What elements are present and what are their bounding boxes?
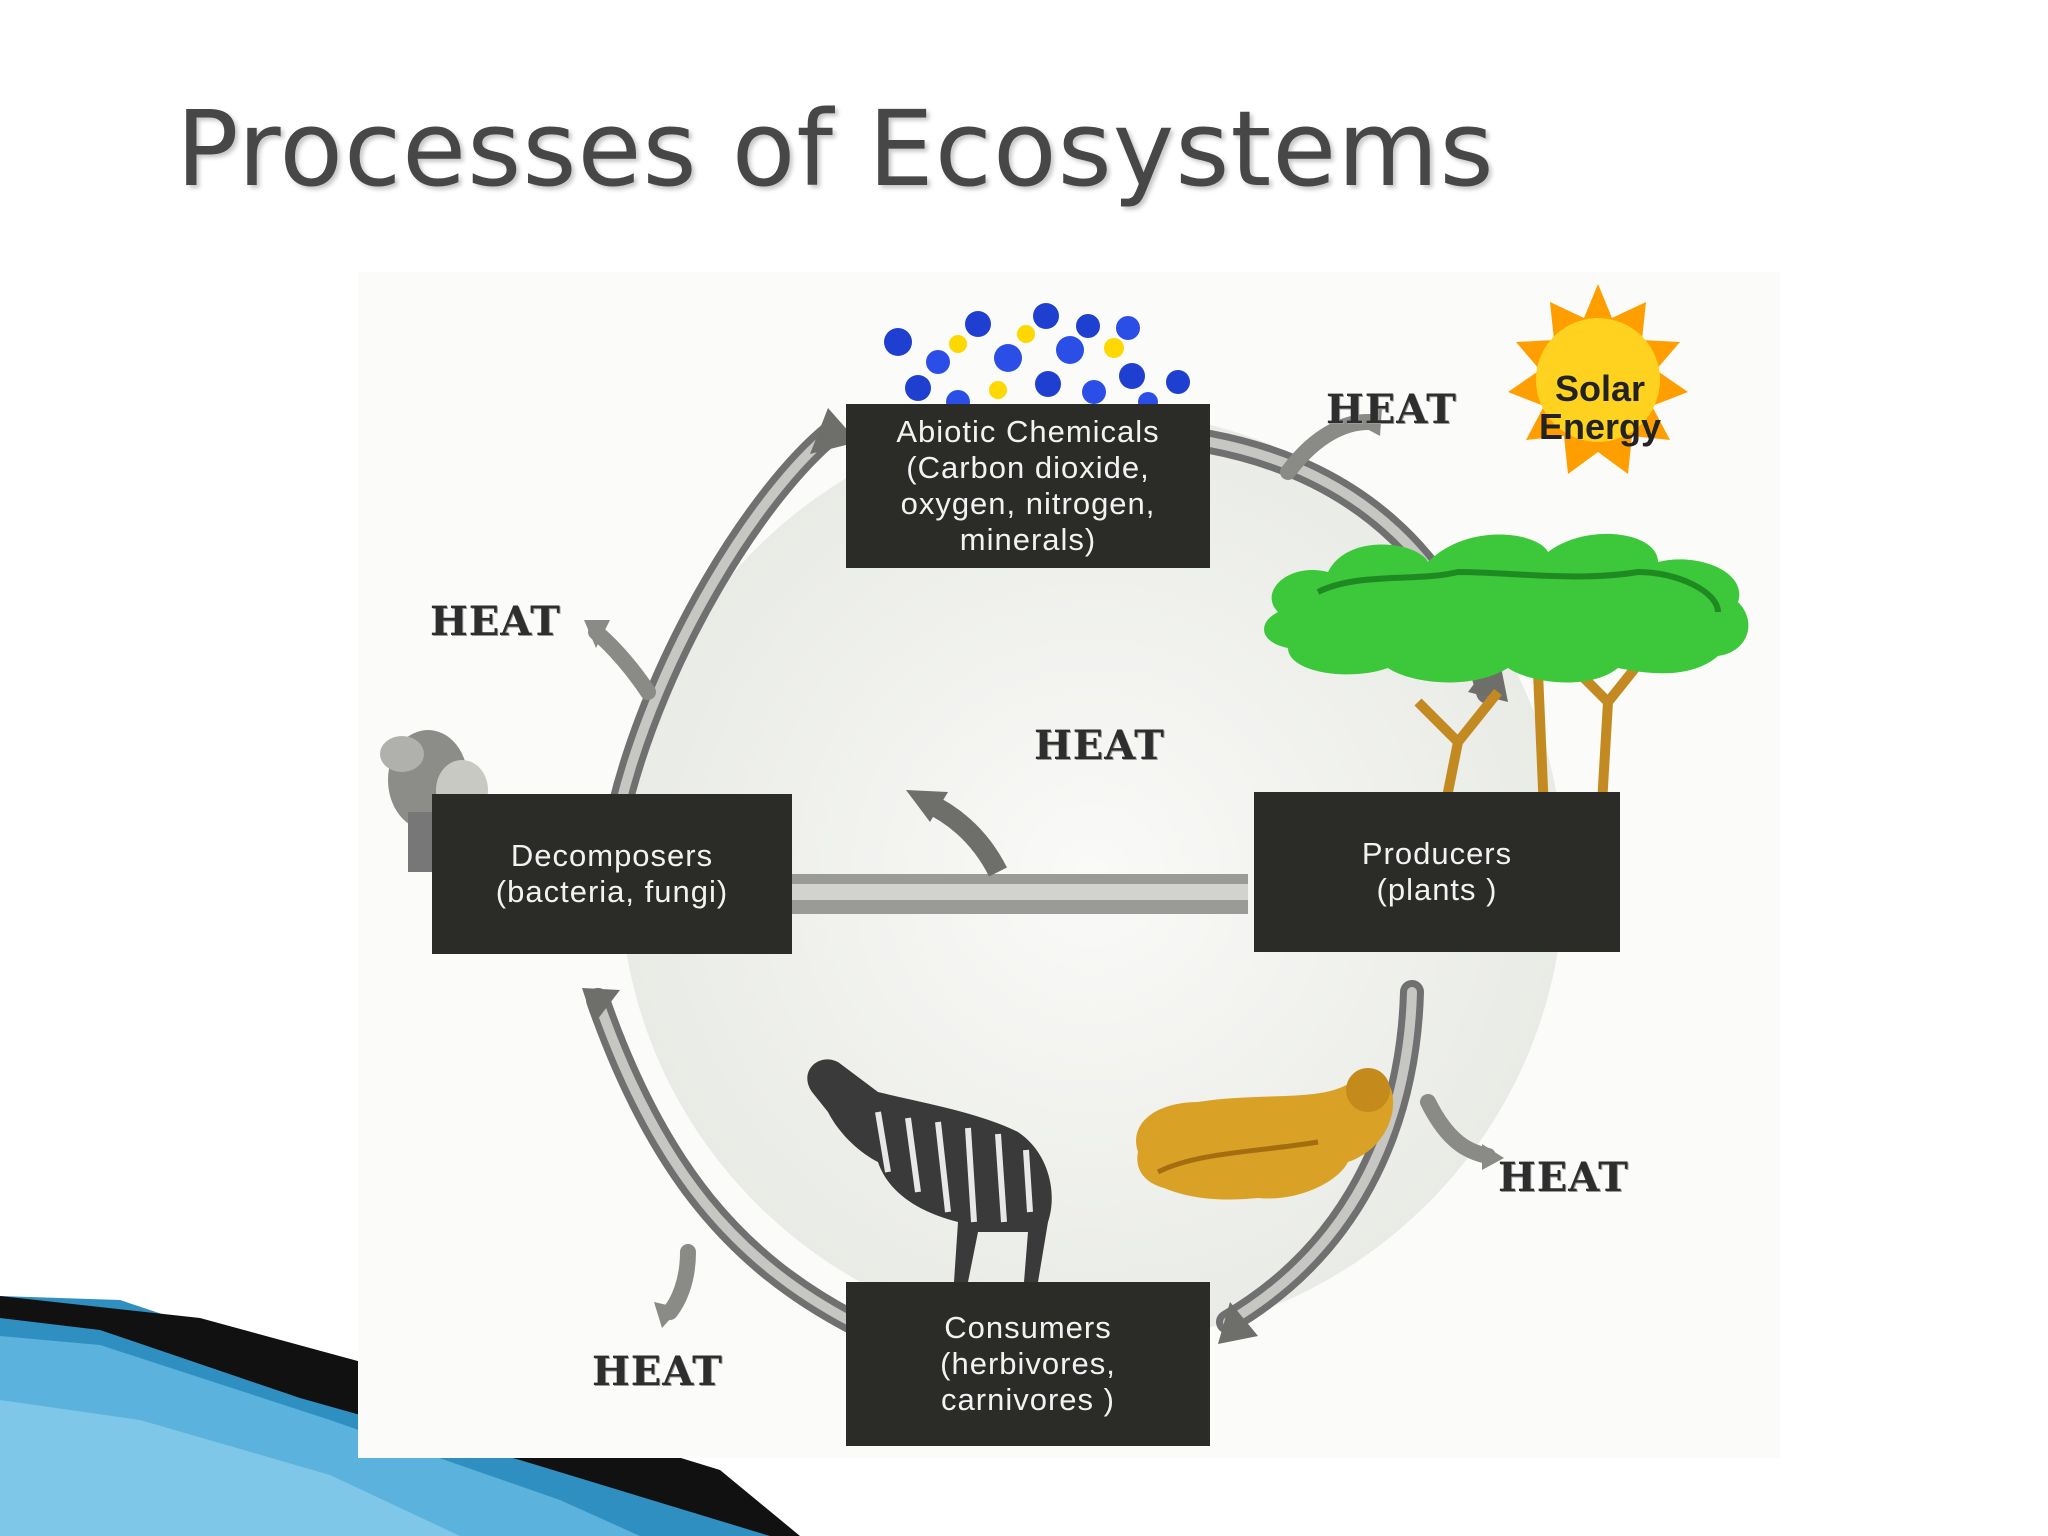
abiotic-line-3: oxygen, nitrogen, [900, 486, 1156, 521]
heat-label-lower-right: HEAT [1498, 1154, 1629, 1201]
slide-title: Processes of Ecosystems [176, 88, 1495, 210]
sun-icon [1508, 284, 1688, 474]
consumers-line-2: (herbivores, [940, 1346, 1116, 1381]
lion-icon [1136, 1068, 1394, 1200]
solar-label-line-2: Energy [1538, 406, 1662, 447]
consumers-line-1: Consumers [944, 1310, 1112, 1345]
heat-label-bottom-left: HEAT [592, 1348, 723, 1395]
producers-box: Producers (plants ) [1254, 792, 1620, 952]
abiotic-line-4: minerals) [959, 522, 1097, 557]
solar-label-line-1: Solar [1554, 368, 1646, 409]
tree-icon [1264, 533, 1749, 893]
consumers-box: Consumers (herbivores, carnivores ) [846, 1282, 1210, 1446]
decomposers-box: Decomposers (bacteria, fungi) [432, 794, 792, 954]
decomposers-line-2: (bacteria, fungi) [495, 874, 729, 909]
cycle-ring [586, 420, 1500, 1334]
heat-offshoot-heads [584, 408, 1504, 1328]
producers-line-2: (plants ) [1376, 872, 1498, 907]
abiotic-line-1: Abiotic Chemicals [896, 414, 1160, 449]
abiotic-chemicals-box: Abiotic Chemicals (Carbon dioxide, oxyge… [846, 404, 1210, 568]
cycle-drawing [380, 284, 1749, 1344]
consumers-line-3: carnivores ) [941, 1382, 1115, 1417]
solar-energy-label: Solar Energy [1535, 370, 1665, 446]
ecosystem-diagram: Abiotic Chemicals (Carbon dioxide, oxyge… [358, 272, 1780, 1458]
zebra-icon [807, 1059, 1052, 1282]
heat-label-center: HEAT [1034, 722, 1165, 769]
decomposers-line-1: Decomposers [510, 838, 714, 873]
heat-label-top-right: HEAT [1326, 386, 1457, 433]
heat-label-left: HEAT [430, 598, 561, 645]
abiotic-line-2: (Carbon dioxide, [906, 450, 1150, 485]
producers-line-1: Producers [1361, 836, 1513, 871]
